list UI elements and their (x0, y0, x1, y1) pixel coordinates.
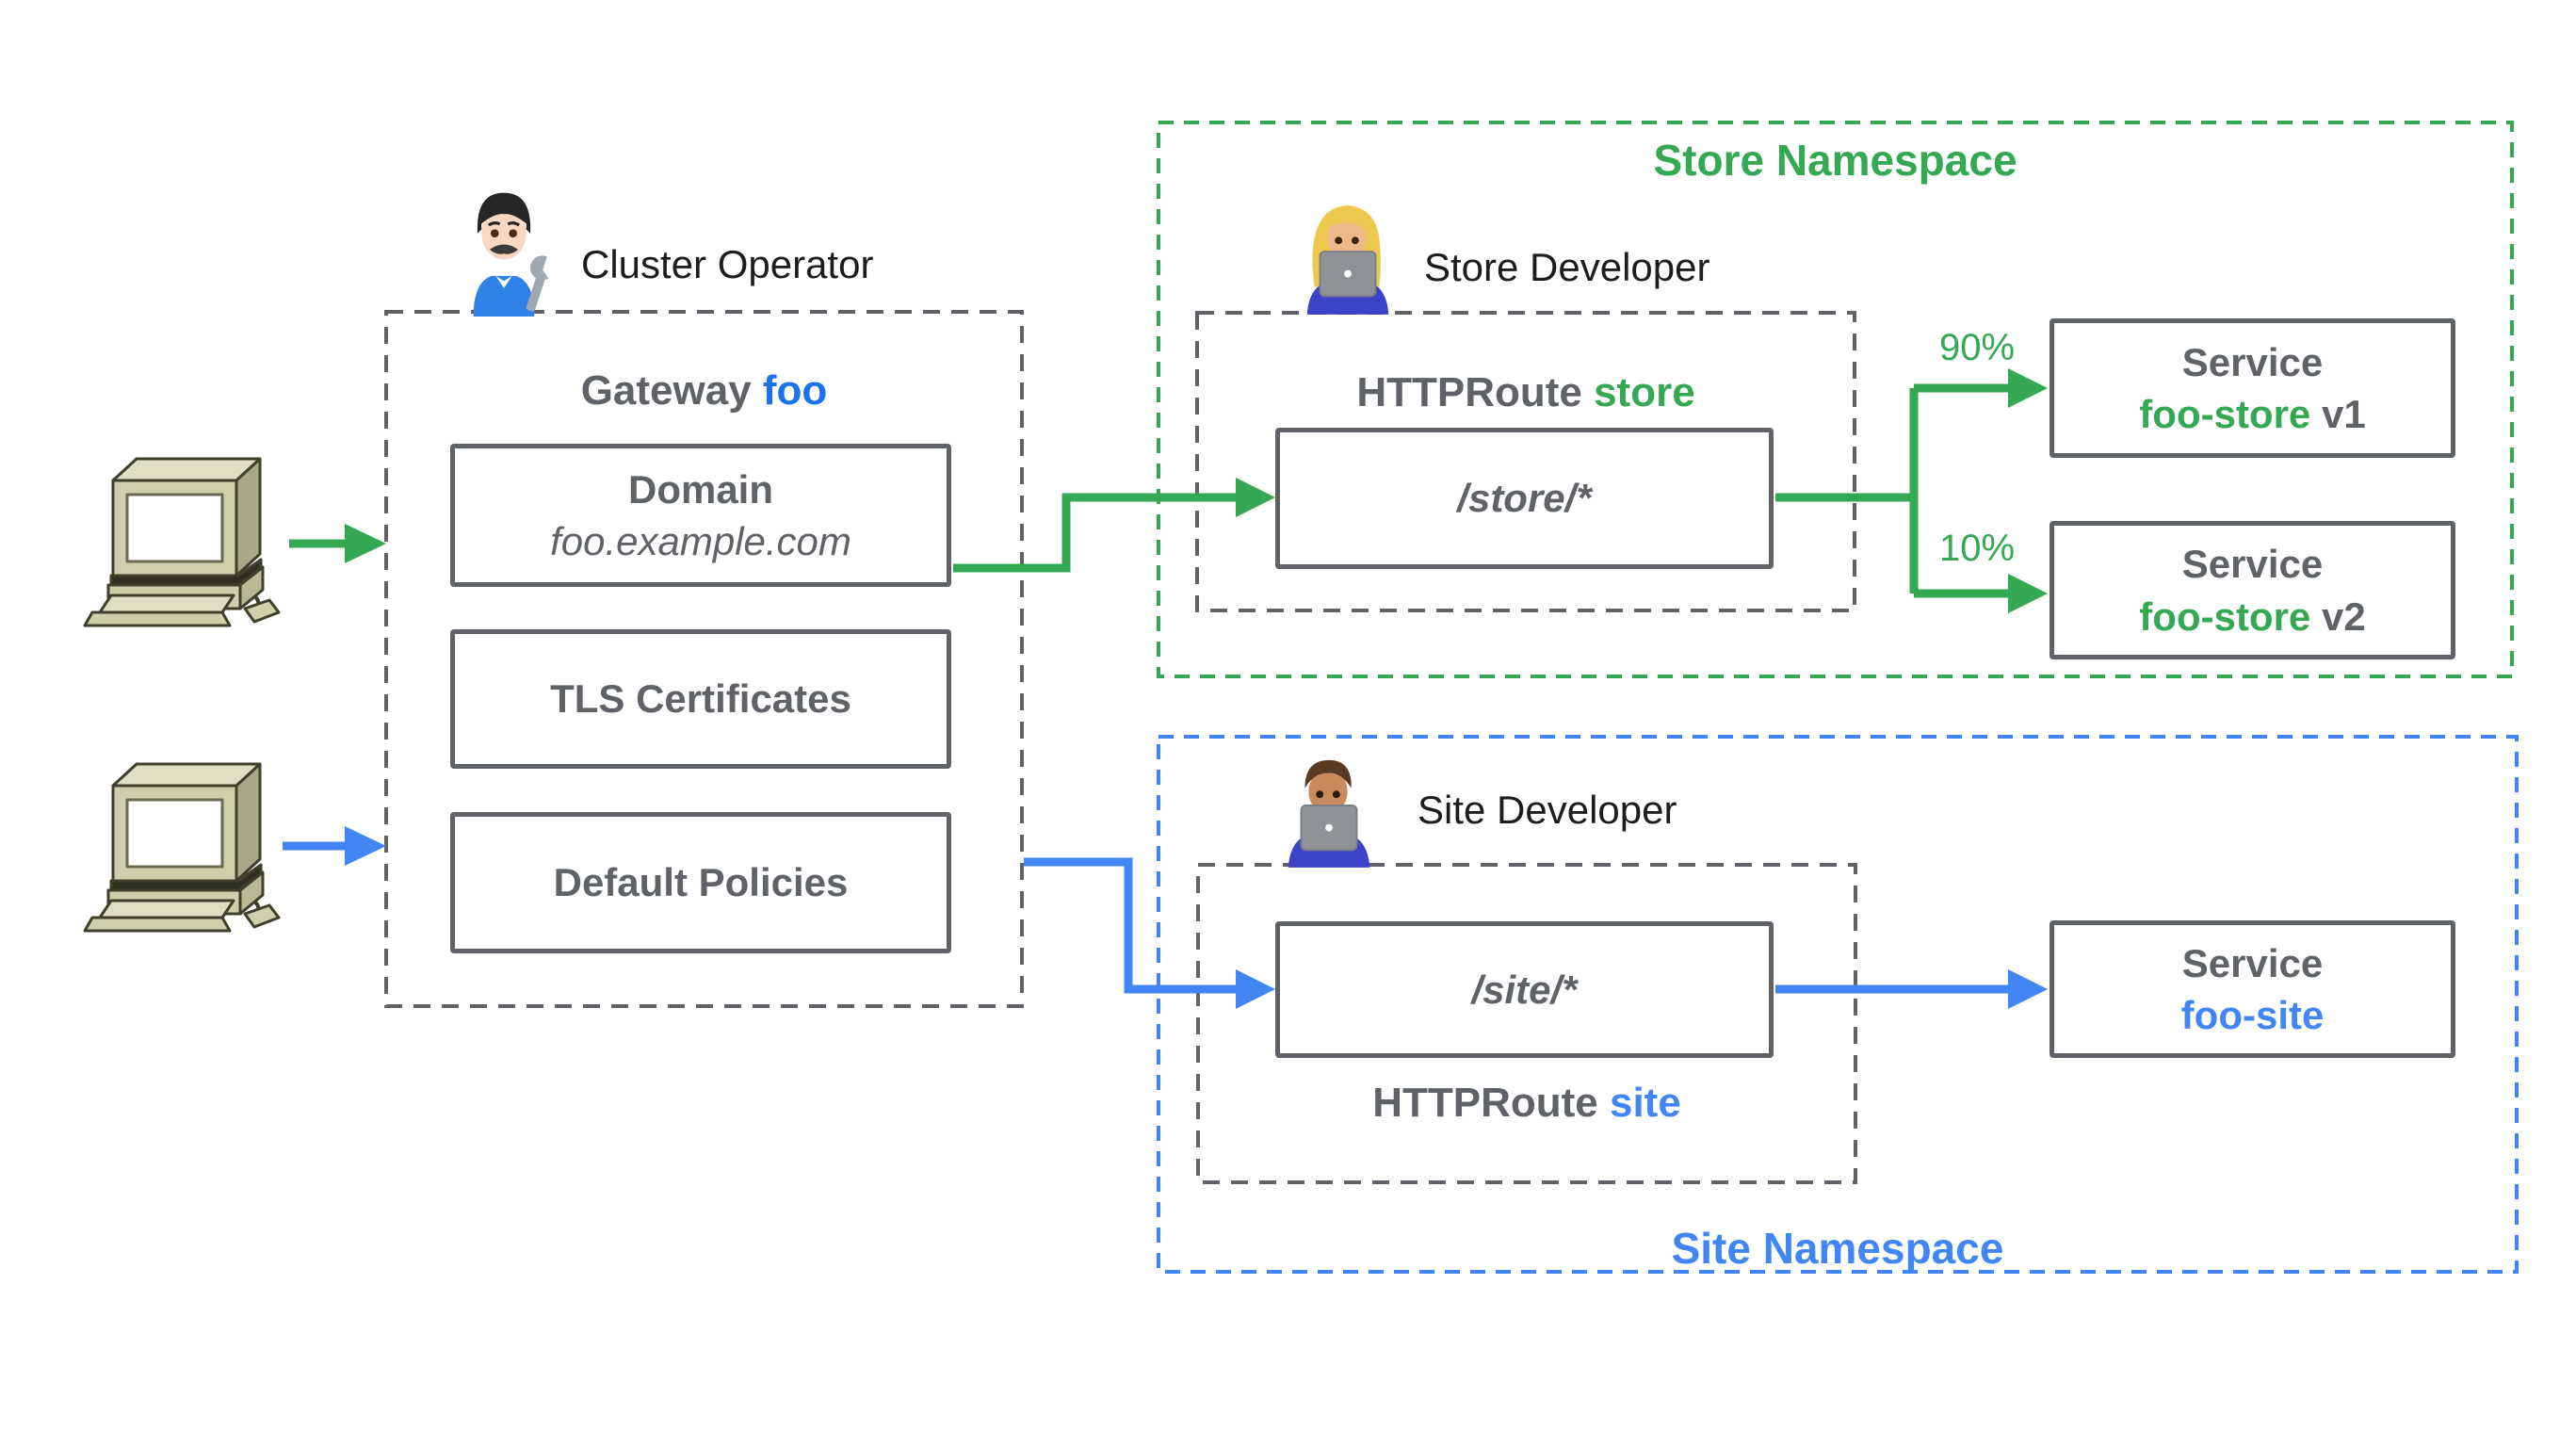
httproute-store-prefix: HTTPRoute (1356, 369, 1595, 415)
weight-90-label: 90% (1938, 327, 2016, 368)
site-path-rule-box: /site/* (1275, 921, 1774, 1058)
tls-certificates-box: TLS Certificates (450, 629, 951, 769)
service-foo-site-box: Service foo-site (2049, 920, 2455, 1058)
service-name: foo-site (2180, 993, 2325, 1037)
eye (1351, 236, 1359, 245)
man-mechanic-emoji (473, 192, 549, 317)
service-kind: Service (2181, 940, 2324, 985)
service-name: foo-store (2139, 392, 2311, 436)
gateway-dashed-box (384, 310, 1024, 1008)
service-foo-store-v2-box: Service foo-store v2 (2049, 521, 2455, 659)
httproute-site-prefix: HTTPRoute (1372, 1080, 1610, 1126)
keyboard-front (83, 916, 232, 933)
httproute-store-dashed-box (1195, 311, 1856, 612)
site-path-rule: /site/* (1471, 967, 1578, 1012)
store-namespace-dashed-box (1157, 121, 2514, 678)
httproute-site-title: HTTPRoute site (1198, 1080, 1855, 1127)
keyboard-front (83, 610, 232, 627)
service-name-line: foo-store v2 (2139, 591, 2365, 642)
face (481, 206, 527, 260)
eye (1335, 236, 1343, 245)
default-policies-box: Default Policies (450, 812, 951, 953)
service-kind: Service (2181, 339, 2324, 384)
eye (1316, 790, 1324, 799)
httproute-site-name: site (1609, 1080, 1681, 1126)
store-developer-label: Store Developer (1424, 245, 1710, 289)
gateway-title-name: foo (762, 367, 828, 414)
site-namespace-title: Site Namespace (1671, 1224, 2004, 1273)
client-computer-icon (83, 457, 281, 627)
mouse (243, 903, 281, 929)
undershirt (495, 275, 512, 288)
gateway-title-prefix: Gateway (580, 367, 763, 414)
default-policies-label: Default Policies (553, 860, 849, 905)
hair (1304, 759, 1352, 789)
eye (1332, 790, 1340, 799)
store-path-rule-box: /store/* (1275, 428, 1774, 569)
store-namespace-title: Store Namespace (1653, 136, 2017, 185)
domain-box: Domain foo.example.com (450, 444, 951, 587)
httproute-store-title: HTTPRoute store (1197, 369, 1855, 416)
gateway-title: Gateway foo (386, 367, 1022, 415)
site-developer-label: Site Developer (1418, 788, 1677, 832)
domain-box-title: Domain (627, 466, 773, 512)
shirt (473, 275, 535, 317)
tls-certificates-label: TLS Certificates (550, 676, 851, 722)
site-namespace-dashed-box (1157, 735, 2519, 1274)
face (1327, 215, 1367, 260)
screen (125, 493, 224, 563)
client-computer-icon (83, 762, 281, 933)
woman-technologist-emoji (1306, 205, 1389, 315)
mouse (243, 598, 281, 624)
man-technologist-emoji (1288, 759, 1370, 868)
service-version: v1 (2310, 392, 2366, 436)
apple-logo (1344, 269, 1352, 278)
eyebrow (507, 221, 521, 227)
service-name-line: foo-store v1 (2139, 388, 2365, 440)
weight-10-label: 10% (1938, 528, 2016, 569)
monitor-side (235, 762, 262, 883)
cluster-operator-label: Cluster Operator (581, 242, 874, 286)
keyboard-top (98, 594, 235, 614)
httproute-site-dashed-box (1196, 863, 1857, 1184)
mustache (489, 244, 519, 254)
eye (509, 229, 517, 237)
hair (477, 192, 531, 234)
face (1308, 769, 1348, 814)
eyebrow (487, 221, 501, 227)
monitor-side (235, 457, 262, 577)
wrench-icon (526, 255, 549, 312)
httproute-store-name: store (1594, 369, 1695, 415)
service-foo-store-v1-box: Service foo-store v1 (2049, 318, 2455, 458)
service-name: foo-store (2139, 594, 2311, 639)
service-kind: Service (2181, 542, 2324, 587)
domain-box-value: foo.example.com (550, 519, 851, 563)
apple-logo (1325, 823, 1333, 832)
service-version: v2 (2310, 594, 2366, 639)
hair-fringe (1324, 209, 1370, 236)
keyboard-top (98, 899, 235, 919)
store-path-rule: /store/* (1457, 476, 1592, 521)
eye (491, 229, 499, 237)
screen (125, 798, 224, 869)
